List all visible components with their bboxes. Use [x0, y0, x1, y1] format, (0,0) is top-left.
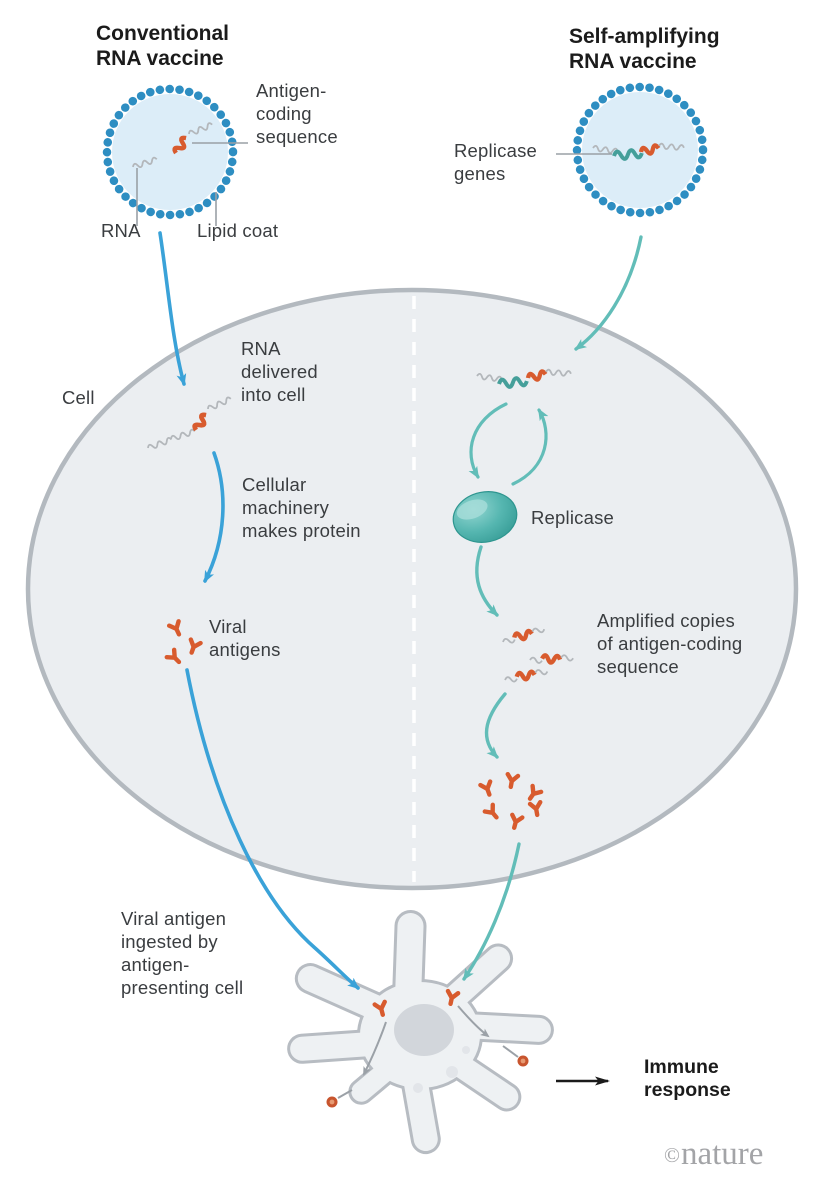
replicase-enzyme [452, 491, 518, 543]
label-replicase-genes: Replicase genes [454, 140, 538, 184]
label-immune-response: Immune response [644, 1056, 731, 1101]
dendritic-cell [289, 913, 551, 1153]
arrow-vaccine-into-cell-left [158, 231, 187, 386]
label-rna: RNA [101, 220, 141, 241]
copyright-icon: © [664, 1143, 680, 1167]
label-rna-delivered: RNA delivered into cell [241, 338, 318, 405]
label-amplified-copies: Amplified copies of antigen-coding seque… [597, 610, 743, 677]
label-antigen-coding: Antigen- coding sequence [256, 80, 338, 147]
nature-wordmark: nature [680, 1136, 764, 1172]
label-viral-antigens: Viral antigens [209, 616, 281, 660]
antigen-processing-paths [337, 1005, 519, 1099]
cytoplasm-spots [413, 1046, 470, 1093]
arrow-copies-to-antigens [484, 692, 507, 759]
title-self-amplifying: Self-amplifying RNA vaccine [569, 25, 720, 73]
cell-nucleus [394, 1004, 454, 1056]
label-cell: Cell [62, 387, 95, 408]
arrow-replicase-to-copies [475, 545, 499, 617]
replication-cycle-arrows [468, 402, 549, 486]
lipid-nanoparticle-conventional [102, 84, 248, 226]
arrow-translation-left [203, 451, 225, 583]
cell-body [25, 287, 799, 891]
label-cellular-machinery: Cellular machinery makes protein [242, 474, 361, 541]
nature-logo: ©nature [664, 1136, 763, 1173]
arrow-vaccine-into-cell-right [574, 235, 643, 351]
arrow-antigen-to-apc-right [462, 842, 521, 981]
label-lipid-coat: Lipid coat [197, 220, 279, 241]
label-antigen-ingested: Viral antigen ingested by antigen- prese… [121, 908, 244, 998]
lipid-coat-dots [102, 84, 238, 220]
title-conventional: Conventional RNA vaccine [96, 22, 230, 70]
lipid-coat-dots [572, 82, 708, 218]
presented-antigen [326, 1055, 529, 1108]
lipid-nanoparticle-self-amplifying [556, 82, 708, 218]
arrow-antigen-to-apc-left [185, 668, 360, 990]
leader-lines [136, 142, 248, 226]
label-replicase: Replicase [531, 507, 615, 528]
